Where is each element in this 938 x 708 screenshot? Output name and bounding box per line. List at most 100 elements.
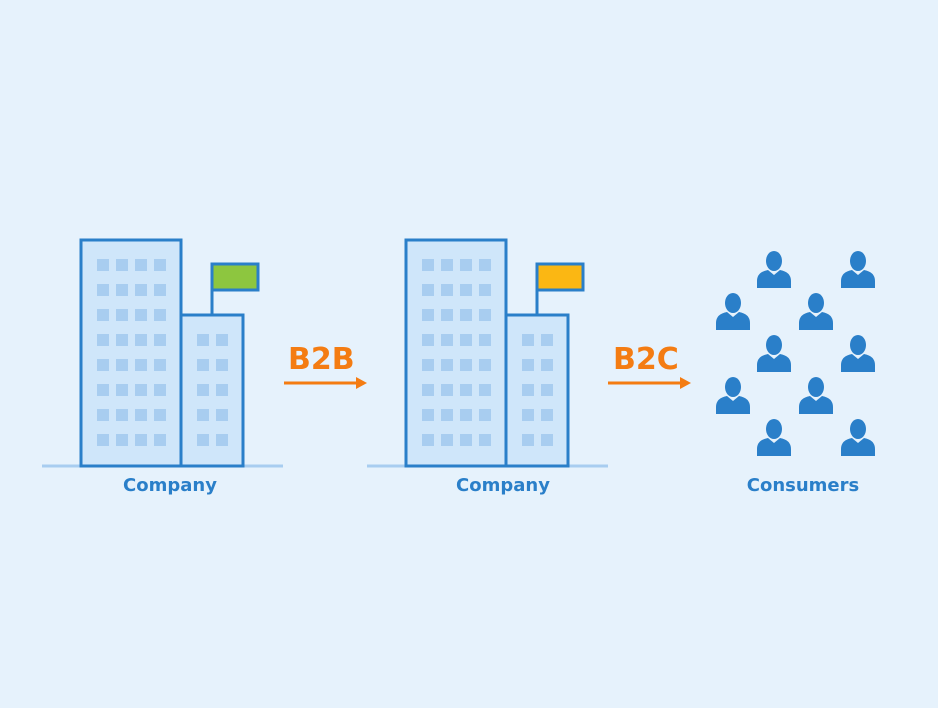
window xyxy=(422,359,434,371)
window xyxy=(197,409,209,421)
window xyxy=(441,259,453,271)
window xyxy=(460,334,472,346)
window xyxy=(441,309,453,321)
window xyxy=(154,384,166,396)
tall-tower xyxy=(79,238,183,468)
window xyxy=(116,334,128,346)
window xyxy=(522,409,534,421)
window xyxy=(479,309,491,321)
window xyxy=(154,334,166,346)
short-tower-windows xyxy=(522,334,553,446)
window xyxy=(441,334,453,346)
window xyxy=(135,284,147,296)
tall-tower xyxy=(404,238,508,468)
window xyxy=(479,359,491,371)
person-icon xyxy=(799,377,833,414)
window xyxy=(441,284,453,296)
window xyxy=(460,434,472,446)
b2c-label: B2C xyxy=(613,342,679,377)
window xyxy=(116,259,128,271)
company-building-icon xyxy=(42,238,283,468)
window xyxy=(197,384,209,396)
window xyxy=(135,259,147,271)
window xyxy=(541,359,553,371)
window xyxy=(197,359,209,371)
person-icon xyxy=(841,335,875,372)
consumers-group xyxy=(716,251,875,456)
window xyxy=(441,434,453,446)
window xyxy=(460,284,472,296)
person-icon xyxy=(757,251,791,288)
window xyxy=(422,409,434,421)
window xyxy=(460,409,472,421)
window xyxy=(97,334,109,346)
window xyxy=(541,384,553,396)
window xyxy=(135,359,147,371)
window xyxy=(116,409,128,421)
consumers-label: Consumers xyxy=(746,475,860,496)
window xyxy=(441,359,453,371)
window xyxy=(116,284,128,296)
window xyxy=(479,284,491,296)
window xyxy=(460,384,472,396)
tall-tower-windows xyxy=(422,259,491,446)
window xyxy=(154,284,166,296)
window xyxy=(135,309,147,321)
window xyxy=(97,359,109,371)
person-icon xyxy=(716,293,750,330)
window xyxy=(135,434,147,446)
window xyxy=(422,384,434,396)
window xyxy=(135,384,147,396)
tall-tower-windows xyxy=(97,259,166,446)
window xyxy=(216,434,228,446)
window xyxy=(422,259,434,271)
person-icon xyxy=(799,293,833,330)
window xyxy=(216,384,228,396)
window xyxy=(541,434,553,446)
window xyxy=(460,309,472,321)
person-icon xyxy=(841,419,875,456)
window xyxy=(216,409,228,421)
window xyxy=(135,334,147,346)
company-a-label: Company xyxy=(123,475,217,496)
window xyxy=(441,384,453,396)
window xyxy=(216,359,228,371)
window xyxy=(197,334,209,346)
window xyxy=(479,334,491,346)
short-tower-windows xyxy=(197,334,228,446)
company-building-icon xyxy=(367,238,608,468)
window xyxy=(116,309,128,321)
window xyxy=(479,259,491,271)
window xyxy=(522,384,534,396)
window xyxy=(422,309,434,321)
window xyxy=(460,359,472,371)
window xyxy=(216,334,228,346)
window xyxy=(97,284,109,296)
window xyxy=(97,309,109,321)
window xyxy=(441,409,453,421)
window xyxy=(197,434,209,446)
window xyxy=(116,384,128,396)
window xyxy=(135,409,147,421)
window xyxy=(522,334,534,346)
window xyxy=(479,434,491,446)
window xyxy=(479,409,491,421)
short-tower xyxy=(179,313,245,468)
window xyxy=(522,359,534,371)
window xyxy=(422,434,434,446)
b2b-label: B2B xyxy=(288,342,355,377)
window xyxy=(154,309,166,321)
company-b-label: Company xyxy=(456,475,550,496)
window xyxy=(97,409,109,421)
window xyxy=(541,334,553,346)
window xyxy=(97,434,109,446)
b2b-arrow-icon xyxy=(284,377,367,389)
window xyxy=(154,259,166,271)
window xyxy=(154,434,166,446)
window xyxy=(154,359,166,371)
window xyxy=(422,284,434,296)
b2c-arrow-icon xyxy=(608,377,691,389)
flag-icon xyxy=(210,262,260,292)
person-icon xyxy=(716,377,750,414)
window xyxy=(422,334,434,346)
